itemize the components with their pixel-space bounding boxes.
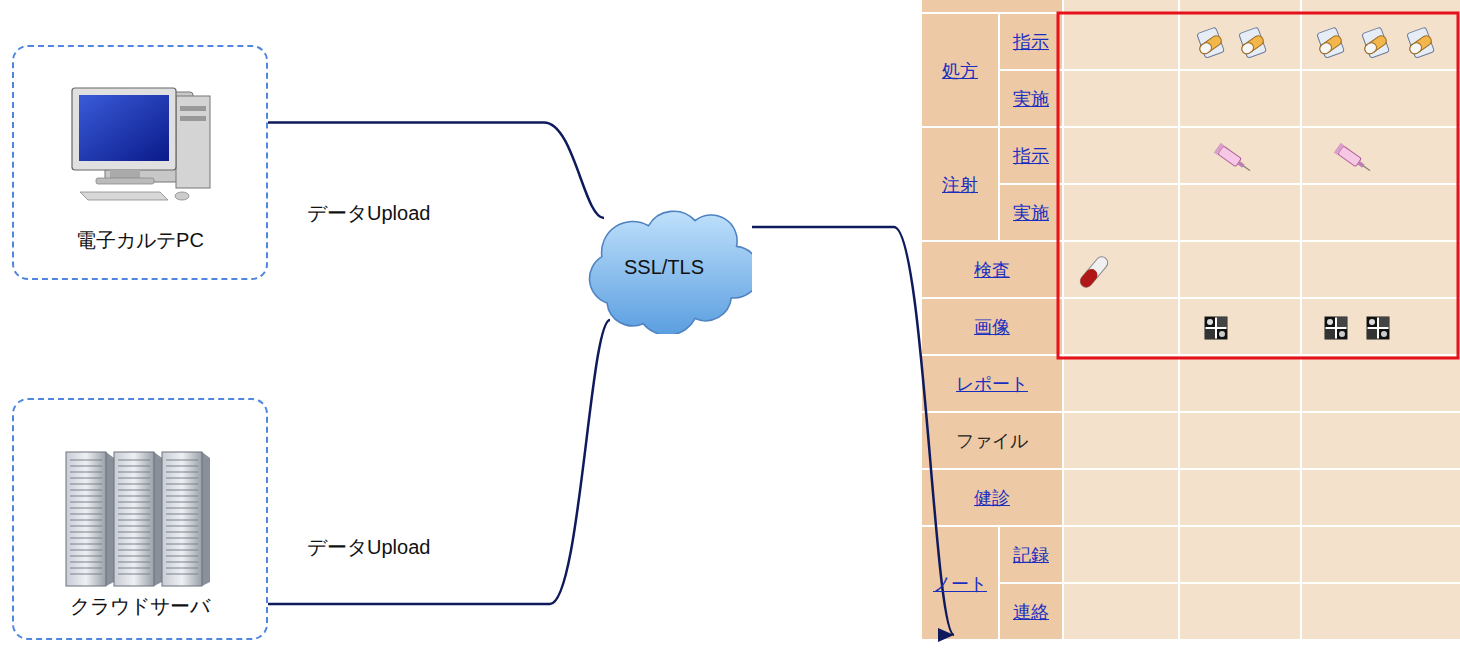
connector xyxy=(752,227,954,642)
table-cell xyxy=(1064,356,1178,411)
connector xyxy=(268,320,610,604)
table-cell-label: 処方 xyxy=(942,59,978,83)
table-cell-label: 実施 xyxy=(1013,87,1049,111)
device-box: 電子カルテPC xyxy=(12,45,268,280)
network-cloud: SSL/TLS xyxy=(576,200,752,334)
table-cell xyxy=(1180,584,1300,639)
edge-label: データUpload xyxy=(305,534,432,561)
table-cell xyxy=(1180,413,1300,468)
table-cell-label: 指示 xyxy=(1013,144,1049,168)
table-cell xyxy=(1064,299,1178,354)
table-cell-label: 記録 xyxy=(1013,543,1049,567)
table-cell xyxy=(1064,413,1178,468)
server-box: クラウドサーバ xyxy=(12,398,268,640)
table-cell-label: 連絡 xyxy=(1013,600,1049,624)
table-cell xyxy=(1180,185,1300,240)
table-cell-label: ノート xyxy=(933,572,987,596)
table-cell xyxy=(1064,584,1178,639)
table-cell-label: 実施 xyxy=(1013,201,1049,225)
table-cell xyxy=(1064,185,1178,240)
table-cell xyxy=(1180,14,1300,69)
record-table: 処方指示実施注射指示実施検査画像レポートファイル健診ノート記録連絡 xyxy=(920,0,1460,649)
table-cell-label: 検査 xyxy=(974,258,1010,282)
table-cell xyxy=(1180,470,1300,525)
table-cell xyxy=(1180,71,1300,126)
table-cell xyxy=(1302,356,1460,411)
table-cell xyxy=(1180,128,1300,183)
table-cell xyxy=(1302,527,1460,582)
node-label: クラウドサーバ xyxy=(70,593,210,620)
table-cell-label: 健診 xyxy=(974,486,1010,510)
table-cell xyxy=(1064,242,1178,297)
table-cell xyxy=(1302,299,1460,354)
table-cell xyxy=(1064,470,1178,525)
table-cell xyxy=(1064,527,1178,582)
table-cell-label: ファイル xyxy=(956,429,1028,453)
edge-label: データUpload xyxy=(305,200,432,227)
table-cell-label: 注射 xyxy=(942,173,978,197)
table-cell xyxy=(1302,14,1460,69)
node-label: 電子カルテPC xyxy=(76,227,204,254)
table-cell xyxy=(1180,356,1300,411)
table-cell-label: レポート xyxy=(956,372,1028,396)
table-cell xyxy=(1302,242,1460,297)
table-cell xyxy=(1180,299,1300,354)
table-cell xyxy=(1064,14,1178,69)
table-cell xyxy=(1302,128,1460,183)
table-cell xyxy=(1302,185,1460,240)
table-cell xyxy=(1302,584,1460,639)
table-cell xyxy=(1064,71,1178,126)
table-cell xyxy=(1302,470,1460,525)
table-cell xyxy=(1302,413,1460,468)
table-cell xyxy=(1180,527,1300,582)
table-cell xyxy=(1302,71,1460,126)
table-cell xyxy=(1064,128,1178,183)
table-cell-label: 画像 xyxy=(974,315,1010,339)
table-cell xyxy=(1180,242,1300,297)
node-label: SSL/TLS xyxy=(624,256,704,279)
table-cell-label: 指示 xyxy=(1013,30,1049,54)
table-ground xyxy=(920,0,1460,649)
